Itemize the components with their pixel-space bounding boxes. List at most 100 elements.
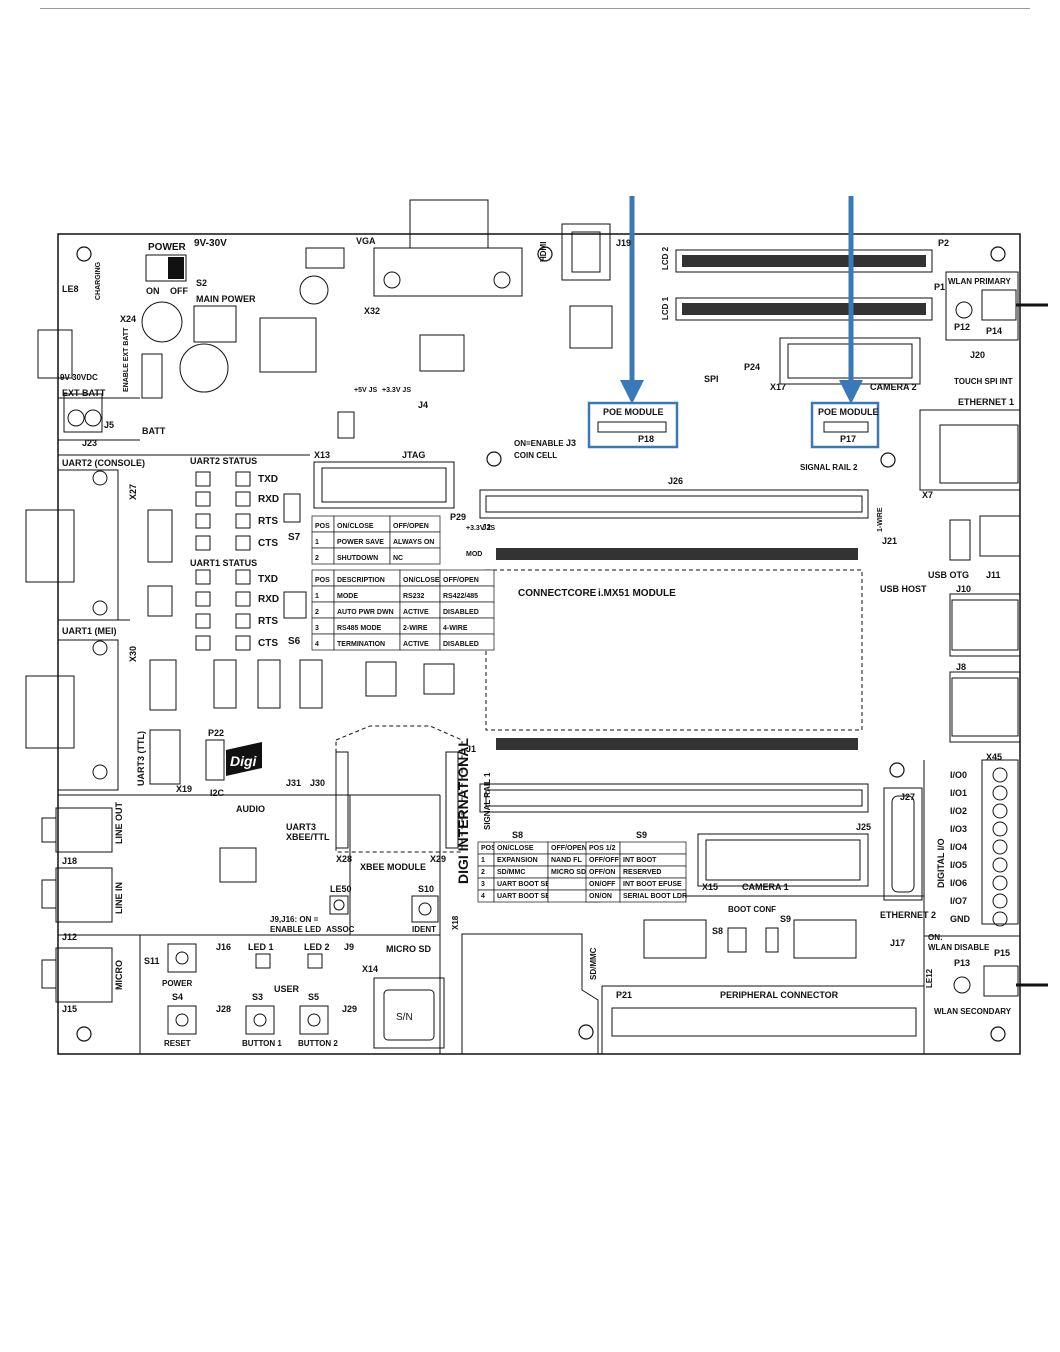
- table-cell: 1: [315, 539, 319, 546]
- table-cell: 2: [315, 609, 319, 616]
- label-on: ON: [146, 286, 160, 296]
- label-jtag: JTAG: [402, 450, 425, 460]
- label-p18: P18: [638, 434, 654, 444]
- table-cell: ON/CLOSE: [497, 845, 534, 852]
- label-camera2: CAMERA 2: [870, 382, 917, 392]
- label-x19: X19: [176, 784, 192, 794]
- label-ident: IDENT: [412, 925, 436, 934]
- table-cell: DISABLED: [443, 641, 479, 648]
- label-le50: LE50: [330, 884, 352, 894]
- label-rts: RTS: [258, 516, 278, 527]
- table-cell: 1: [481, 857, 485, 864]
- label-j17: J17: [890, 938, 905, 948]
- label-s6: S6: [288, 636, 301, 647]
- label-p24: P24: [744, 362, 760, 372]
- label-j21: J21: [882, 536, 897, 546]
- power-switch: [145, 254, 187, 282]
- label-usb-otg: USB OTG: [928, 570, 969, 580]
- label-x13: X13: [314, 450, 330, 460]
- table-cell: OFF/OPEN: [443, 577, 479, 584]
- table-cell: 2-WIRE: [403, 625, 428, 632]
- label-le12: LE12: [925, 968, 934, 988]
- label-ethernet2: ETHERNET 2: [880, 910, 936, 920]
- label-main-power: MAIN POWER: [196, 294, 256, 304]
- table-cell: UART BOOT SELECT: [497, 893, 569, 900]
- label-j20: J20: [970, 350, 985, 360]
- label-i2c: I2C: [210, 788, 225, 798]
- label-digi-international: DIGI INTERNATIONAL: [455, 738, 471, 884]
- label-poe-module-1: POE MODULE: [603, 407, 664, 417]
- label-j28: J28: [216, 1004, 231, 1014]
- label-assoc: ASSOC: [326, 925, 355, 934]
- audio-jacks: [41, 807, 257, 1003]
- label-j15: J15: [62, 1004, 77, 1014]
- table-cell: ON/CLOSE: [337, 523, 374, 530]
- label-s4: S4: [172, 992, 183, 1002]
- label-txd: TXD: [258, 474, 278, 485]
- label-p2: P2: [938, 238, 949, 248]
- label-x32: X32: [364, 306, 380, 316]
- label-s3: S3: [252, 992, 263, 1002]
- label-j27: J27: [900, 792, 915, 802]
- label-signal-rail-1: SIGNAL RAIL 1: [483, 772, 492, 830]
- label-p15: P15: [994, 948, 1010, 958]
- label-uart1-status: UART1 STATUS: [190, 558, 257, 568]
- label-wlan-secondary: WLAN SECONDARY: [934, 1007, 1012, 1016]
- table-cell: RS422/485: [443, 593, 478, 600]
- label-j29: J29: [342, 1004, 357, 1014]
- label-user: USER: [274, 984, 300, 994]
- label-j19: J19: [616, 238, 631, 248]
- j26-signal-rail: [479, 489, 869, 519]
- digi-logo-text: Digi: [230, 753, 258, 769]
- j25-signal-rail: [479, 783, 869, 813]
- uart2-db9: [25, 469, 119, 621]
- label-charging: CHARGING: [95, 261, 102, 300]
- sd-mmc-slot: [461, 933, 599, 1055]
- label-j31: J31: [286, 778, 301, 788]
- label-off: OFF: [170, 286, 188, 296]
- label-s7: S7: [288, 532, 301, 543]
- vga-connector: [337, 199, 523, 439]
- xbee-module: [335, 725, 463, 853]
- table-cell: INT BOOT EFUSE: [623, 881, 682, 888]
- push-buttons: [167, 895, 439, 1035]
- label-audio: AUDIO: [236, 804, 265, 814]
- label-p22: P22: [208, 728, 224, 738]
- mounting-holes: [76, 246, 1006, 1042]
- board-outline: [57, 233, 1021, 1055]
- label-power: POWER: [148, 242, 187, 253]
- label-uart3-ttl: UART3 (TTL): [136, 731, 146, 786]
- label-coin-cell: COIN CELL: [514, 451, 557, 460]
- table-cell: ON/OFF: [589, 881, 616, 888]
- label-io0: I/O0: [950, 770, 967, 780]
- table-cell: SHUTDOWN: [337, 555, 378, 562]
- table-cell: OFF/ON: [589, 869, 615, 876]
- label-vga: VGA: [356, 236, 376, 246]
- table-cell: OFF/OPEN: [551, 845, 587, 852]
- label-enable-led: ENABLE LED: [270, 925, 321, 934]
- label-boot-conf: BOOT CONF: [728, 905, 776, 914]
- label-3-3v-js-j2: +3.3V JS: [466, 525, 495, 532]
- label-lcd1: LCD 1: [661, 296, 670, 320]
- label-s11: S11: [144, 956, 160, 966]
- label-uart1-mei: UART1 (MEI): [62, 626, 117, 636]
- label-p1: P1: [934, 282, 945, 292]
- label-p14: P14: [986, 326, 1002, 336]
- label-p17: P17: [840, 434, 856, 444]
- label-mod: MOD: [466, 551, 482, 558]
- label-x28: X28: [336, 854, 352, 864]
- label-rts-2: RTS: [258, 616, 278, 627]
- label-9v-30vdc: 9V-30VDC: [60, 373, 98, 382]
- label-5v-js: +5V JS: [354, 387, 377, 394]
- label-io7: I/O7: [950, 896, 967, 906]
- table-cell: POS: [315, 523, 330, 530]
- label-j18: J18: [62, 856, 77, 866]
- table-cell: EXPANSION: [497, 857, 538, 864]
- label-imx51-module: i.MX51 MODULE: [598, 588, 676, 599]
- micro-sd-slot: [373, 977, 445, 1049]
- label-uart2-status: UART2 STATUS: [190, 456, 257, 466]
- table-cell: 3: [481, 881, 485, 888]
- label-x17: X17: [770, 382, 786, 392]
- uart3-header: [149, 729, 225, 785]
